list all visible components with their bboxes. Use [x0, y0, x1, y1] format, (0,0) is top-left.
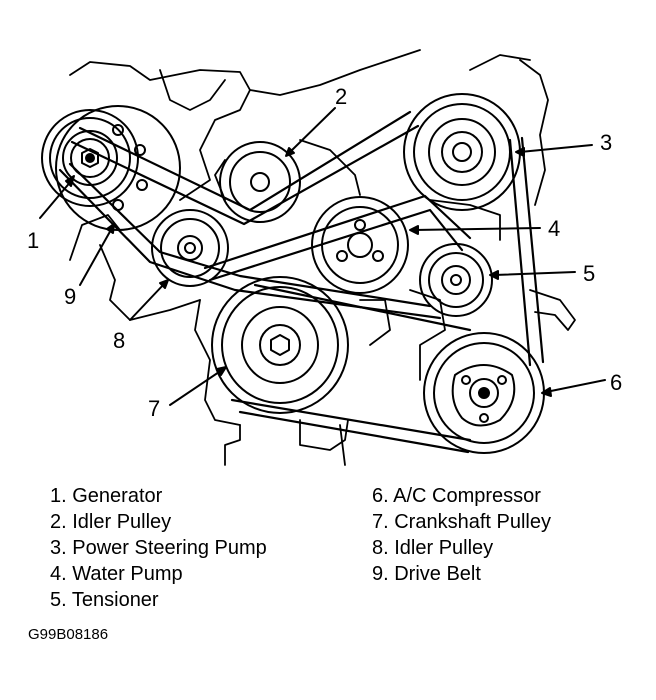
legend-item-generator: 1. Generator — [50, 485, 163, 507]
engine-outline — [69, 49, 576, 466]
belt-routing-diagram: 1 2 3 4 5 6 7 8 9 — [27, 49, 622, 466]
legend-right-column: 6. A/C Compressor 7. Crankshaft Pulley 8… — [372, 483, 551, 587]
generator-body — [55, 105, 181, 231]
callout-7: 7 — [148, 396, 160, 421]
callout-leaders — [39, 107, 606, 406]
legend-item-power-steering-pump: 3. Power Steering Pump — [50, 537, 267, 559]
legend-item-tensioner: 5. Tensioner — [50, 589, 159, 611]
crankshaft-pulley — [211, 276, 349, 414]
generator-pulley — [41, 109, 139, 207]
callout-2: 2 — [335, 84, 347, 109]
water-pump-pulley — [311, 196, 409, 294]
callout-5: 5 — [583, 261, 595, 286]
callout-1: 1 — [27, 228, 39, 253]
idler-pulley-lower — [151, 209, 229, 287]
legend-item-drive-belt: 9. Drive Belt — [372, 563, 481, 585]
callout-3: 3 — [600, 130, 612, 155]
legend-item-water-pump: 4. Water Pump — [50, 563, 183, 585]
power-steering-pump-pulley — [403, 93, 521, 211]
legend-left-column: 1. Generator 2. Idler Pulley 3. Power St… — [50, 483, 267, 613]
callout-6: 6 — [610, 370, 622, 395]
callout-4: 4 — [548, 216, 560, 241]
tensioner-pulley — [419, 243, 493, 317]
legend-item-idler-pulley-2: 8. Idler Pulley — [372, 537, 494, 559]
legend-item-ac-compressor: 6. A/C Compressor — [372, 485, 541, 507]
legend-item-idler-pulley: 2. Idler Pulley — [50, 511, 172, 533]
callout-9: 9 — [64, 284, 76, 309]
ac-compressor-pulley — [423, 332, 545, 454]
idler-pulley-upper — [219, 141, 301, 223]
figure-code: G99B08186 — [28, 626, 109, 643]
callout-8: 8 — [113, 328, 125, 353]
legend-item-crankshaft-pulley: 7. Crankshaft Pulley — [372, 511, 551, 533]
